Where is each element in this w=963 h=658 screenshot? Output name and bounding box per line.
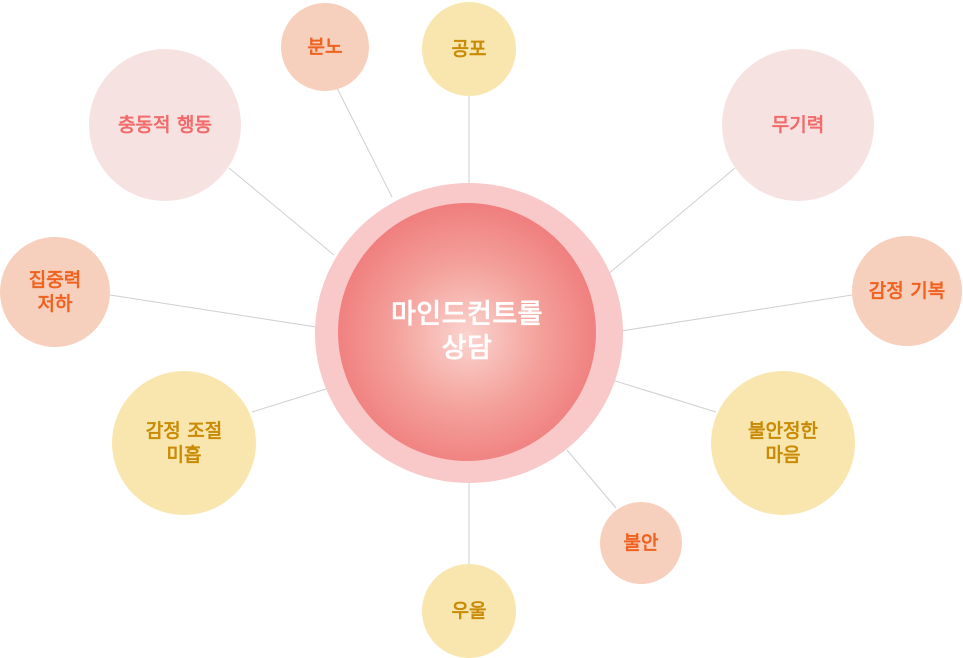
node-regulation-label: 감정 조절 미흡: [145, 420, 223, 466]
node-anger: 분노: [281, 3, 369, 91]
connector-regulation: [251, 388, 327, 413]
node-depression: 우울: [422, 564, 516, 658]
node-impulsive-label: 충동적 행동: [117, 114, 212, 136]
node-concentration-label: 집중력 저하: [28, 269, 82, 315]
node-ups-downs: 감정 기복: [852, 236, 962, 346]
node-concentration: 집중력 저하: [0, 237, 110, 347]
connector-ups-downs: [620, 294, 853, 332]
node-anxiety: 불안: [600, 502, 682, 584]
node-impulsive: 충동적 행동: [89, 49, 241, 201]
connector-impulsive: [228, 167, 335, 256]
node-regulation: 감정 조절 미흡: [112, 371, 256, 515]
center-title: 마인드컨트롤 상담: [390, 299, 544, 364]
center-circle: 마인드컨트롤 상담: [338, 203, 596, 461]
node-ups-downs-label: 감정 기복: [868, 280, 946, 302]
connector-concentration: [109, 294, 317, 328]
connector-anger: [336, 87, 393, 198]
node-helpless-label: 무기력: [771, 114, 825, 136]
node-fear-label: 공포: [451, 38, 487, 60]
connector-unstable: [611, 379, 717, 413]
connector-anxiety: [566, 449, 617, 509]
connector-helpless: [606, 167, 736, 276]
node-helpless: 무기력: [722, 49, 874, 201]
node-fear: 공포: [422, 2, 516, 96]
node-unstable-label: 불안정한 마음: [748, 420, 818, 466]
node-anger-label: 분노: [307, 36, 343, 58]
node-anxiety-label: 불안: [623, 532, 659, 554]
node-unstable: 불안정한 마음: [711, 371, 855, 515]
node-depression-label: 우울: [451, 600, 487, 622]
